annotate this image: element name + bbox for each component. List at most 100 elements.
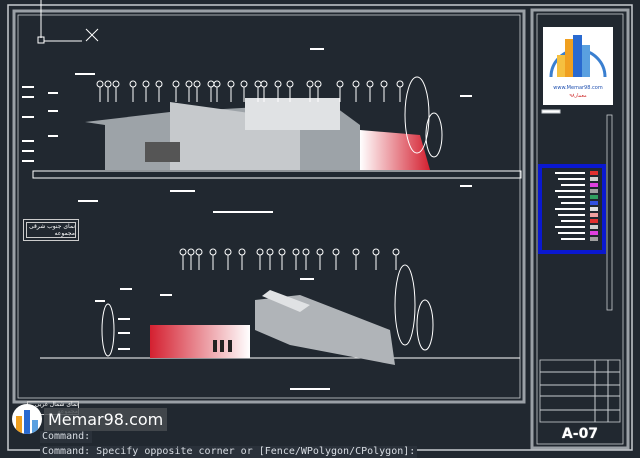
legend-swatch xyxy=(590,195,598,199)
tree-symbol xyxy=(332,248,340,256)
tree-symbol xyxy=(254,80,262,88)
tree-symbol xyxy=(256,248,264,256)
tree-symbol xyxy=(396,80,404,88)
legend-label xyxy=(555,172,585,174)
level-marker xyxy=(118,318,130,320)
tree-symbol xyxy=(372,248,380,256)
level-marker xyxy=(22,140,34,142)
tree-symbol xyxy=(352,80,360,88)
level-marker xyxy=(160,294,172,296)
tree-symbol xyxy=(278,248,286,256)
tree-symbol xyxy=(207,80,215,88)
tree-symbol xyxy=(392,248,400,256)
tree-symbol xyxy=(129,80,137,88)
tree-symbol xyxy=(112,80,120,88)
elevation-1-title: نمای جنوب شرقی مجموعه xyxy=(23,219,79,241)
logo-url: www.Memar98.com xyxy=(553,85,603,91)
level-marker xyxy=(213,211,273,213)
tree-symbol xyxy=(179,248,187,256)
tree-symbol xyxy=(366,80,374,88)
legend-label xyxy=(561,184,585,186)
company-logo: www.Memar98.com معمار۹۸ xyxy=(543,27,613,105)
tree-symbol xyxy=(185,80,193,88)
command-line-input[interactable]: Command: Specify opposite corner or [Fen… xyxy=(40,446,418,458)
level-marker xyxy=(118,332,130,334)
tree-symbol xyxy=(227,80,235,88)
tree-symbol xyxy=(187,248,195,256)
logo-persian: معمار۹۸ xyxy=(569,93,587,99)
legend-label xyxy=(558,196,585,198)
tree-symbol xyxy=(96,80,104,88)
legend-label xyxy=(561,238,585,240)
legend-label xyxy=(555,208,585,210)
tree-symbol xyxy=(314,80,322,88)
legend-swatch xyxy=(590,189,598,193)
level-marker xyxy=(120,288,132,290)
drawing-frame xyxy=(12,9,526,404)
level-marker xyxy=(290,388,330,390)
legend-label xyxy=(558,178,585,180)
tree-symbol xyxy=(292,248,300,256)
title-block-frame xyxy=(530,8,630,450)
tree-symbol xyxy=(155,80,163,88)
watermark-text: Memar98.com xyxy=(44,407,168,431)
legend-swatch xyxy=(590,237,598,241)
legend-swatch xyxy=(590,231,598,235)
legend-box xyxy=(538,164,606,254)
level-marker xyxy=(22,116,34,118)
level-marker xyxy=(300,278,314,280)
legend-rows xyxy=(555,171,598,241)
legend-label xyxy=(558,214,585,216)
tree-symbol xyxy=(238,248,246,256)
level-marker xyxy=(170,190,195,192)
tree-symbol xyxy=(213,80,221,88)
level-marker xyxy=(22,150,34,152)
legend-swatch xyxy=(590,171,598,175)
tree-symbol xyxy=(104,80,112,88)
sheet-number: A-07 xyxy=(561,426,599,442)
legend-swatch xyxy=(590,201,598,205)
legend-label xyxy=(561,220,585,222)
legend-label xyxy=(555,226,585,228)
legend-swatch xyxy=(590,219,598,223)
legend-swatch xyxy=(590,177,598,181)
level-marker xyxy=(22,160,34,162)
tree-symbol xyxy=(352,248,360,256)
legend-label xyxy=(555,190,585,192)
title-block-table xyxy=(539,359,621,423)
level-marker xyxy=(48,135,58,137)
tree-symbol xyxy=(380,80,388,88)
level-marker xyxy=(75,73,95,75)
tree-symbol xyxy=(336,80,344,88)
level-marker xyxy=(48,110,58,112)
command-history: Command: xyxy=(40,431,93,443)
tree-symbol xyxy=(209,248,217,256)
level-marker xyxy=(460,95,472,97)
tree-symbol xyxy=(286,80,294,88)
tree-symbol xyxy=(266,248,274,256)
tree-symbol xyxy=(316,248,324,256)
legend-swatch xyxy=(590,225,598,229)
tree-symbol xyxy=(224,248,232,256)
watermark: Memar98.com xyxy=(12,404,168,434)
legend-label xyxy=(558,232,585,234)
level-marker xyxy=(48,92,58,94)
legend-swatch xyxy=(590,213,598,217)
tree-symbol xyxy=(302,248,310,256)
elevation-2 xyxy=(40,248,520,390)
level-marker xyxy=(118,348,130,350)
tree-symbol xyxy=(193,80,201,88)
level-marker xyxy=(460,185,472,187)
tree-symbol xyxy=(240,80,248,88)
tree-symbol xyxy=(172,80,180,88)
legend-swatch xyxy=(590,207,598,211)
watermark-logo-icon xyxy=(12,404,42,434)
level-marker xyxy=(95,300,105,302)
legend-label xyxy=(561,202,585,204)
level-marker xyxy=(22,86,34,88)
level-marker xyxy=(310,48,324,50)
level-marker xyxy=(22,96,34,98)
level-marker xyxy=(78,200,98,202)
tree-symbol xyxy=(142,80,150,88)
